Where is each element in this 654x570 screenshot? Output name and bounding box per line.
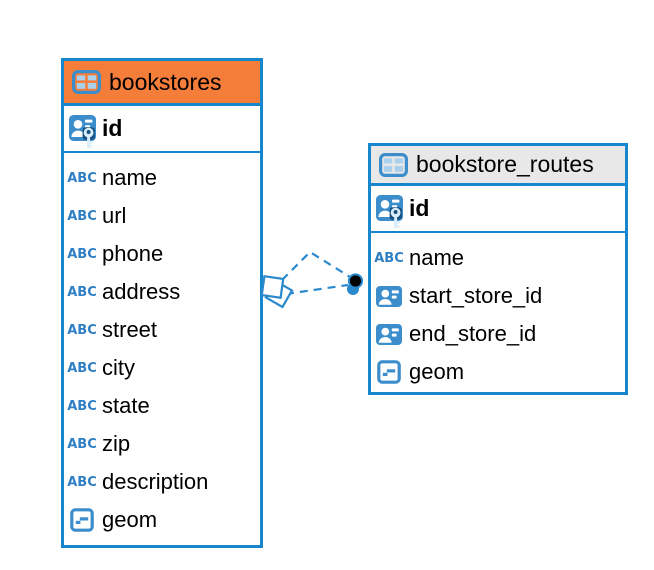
column-name: name	[102, 165, 158, 190]
text-type-icon: ABC	[67, 246, 97, 262]
column-name: geom	[102, 507, 158, 532]
column-row-state[interactable]: ABC state	[64, 387, 260, 425]
column-name: end_store_id	[409, 321, 537, 346]
geometry-type-icon	[67, 508, 97, 532]
reference-type-icon	[374, 324, 404, 345]
text-type-icon: ABC	[67, 284, 97, 300]
column-row-start-store-id[interactable]: start_store_id	[371, 277, 625, 315]
text-type-icon: ABC	[67, 360, 97, 376]
column-name: id	[102, 115, 123, 141]
column-row-city[interactable]: ABC city	[64, 349, 260, 387]
column-row-name[interactable]: ABC name	[64, 159, 260, 197]
primary-key-icon	[67, 111, 97, 146]
reference-type-icon	[374, 286, 404, 307]
table-bookstore-routes[interactable]: bookstore_routes id ABC name start_store…	[368, 143, 628, 395]
relationship-line[interactable]	[281, 250, 351, 296]
column-row-geom[interactable]: geom	[64, 501, 260, 539]
column-row-zip[interactable]: ABC zip	[64, 425, 260, 463]
table-header[interactable]: bookstores	[64, 61, 260, 106]
text-type-icon: ABC	[67, 474, 97, 490]
column-row-id[interactable]: id	[64, 106, 260, 153]
table-header[interactable]: bookstore_routes	[371, 146, 625, 186]
column-row-id[interactable]: id	[371, 186, 625, 233]
relationship-diamond-endpoint[interactable]	[260, 275, 294, 309]
text-type-icon: ABC	[67, 208, 97, 224]
table-icon	[378, 153, 408, 177]
column-name: geom	[409, 359, 465, 384]
column-name: url	[102, 203, 127, 228]
column-row-name[interactable]: ABC name	[371, 239, 625, 277]
column-row-address[interactable]: ABC address	[64, 273, 260, 311]
column-name: start_store_id	[409, 283, 543, 308]
table-icon	[71, 70, 101, 94]
column-row-end-store-id[interactable]: end_store_id	[371, 315, 625, 353]
table-bookstores[interactable]: bookstores id ABC name ABC url ABC phone…	[61, 58, 263, 548]
column-row-phone[interactable]: ABC phone	[64, 235, 260, 273]
column-name: street	[102, 317, 158, 342]
primary-key-icon	[374, 191, 404, 226]
column-name: phone	[102, 241, 164, 266]
column-name: id	[409, 195, 430, 221]
columns-list: ABC name ABC url ABC phone ABC address A…	[64, 153, 260, 539]
column-name: state	[102, 393, 150, 418]
text-type-icon: ABC	[67, 436, 97, 452]
geometry-type-icon	[374, 360, 404, 384]
text-type-icon: ABC	[67, 398, 97, 414]
column-name: city	[102, 355, 135, 380]
column-name: address	[102, 279, 181, 304]
table-title: bookstores	[109, 68, 222, 95]
column-row-url[interactable]: ABC url	[64, 197, 260, 235]
column-row-street[interactable]: ABC street	[64, 311, 260, 349]
column-row-geom[interactable]: geom	[371, 353, 625, 391]
relationship-dot-endpoint[interactable]	[347, 273, 364, 295]
columns-list: ABC name start_store_id end_store_id ge	[371, 233, 625, 391]
text-type-icon: ABC	[67, 170, 97, 186]
table-title: bookstore_routes	[416, 151, 594, 177]
column-name: zip	[102, 431, 131, 456]
column-row-description[interactable]: ABC description	[64, 463, 260, 501]
text-type-icon: ABC	[67, 322, 97, 338]
column-name: name	[409, 245, 465, 270]
text-type-icon: ABC	[374, 250, 404, 266]
column-name: description	[102, 469, 209, 494]
